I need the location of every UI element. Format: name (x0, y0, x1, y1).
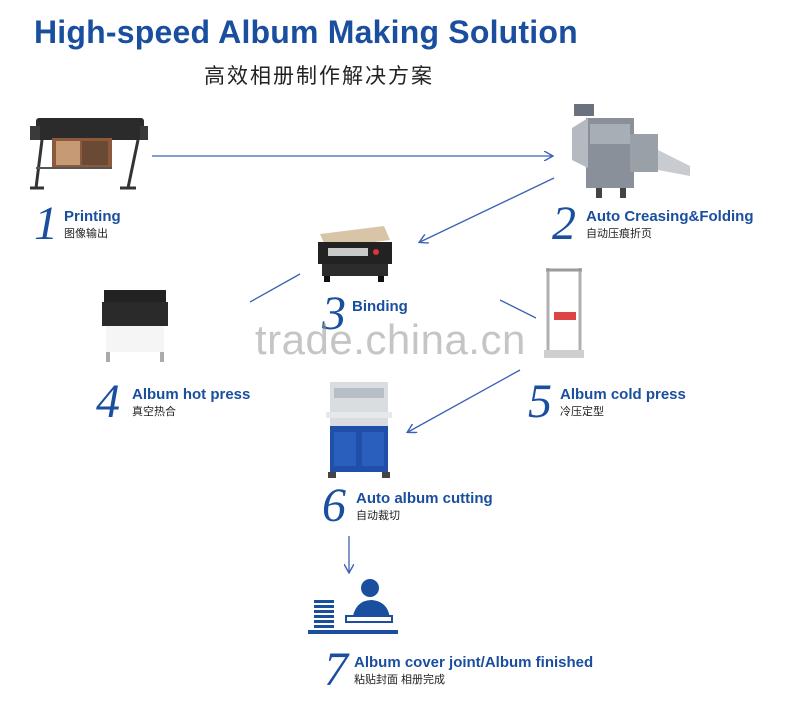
arrow-5-to-6 (408, 369, 521, 432)
step-label: Printing (64, 208, 121, 225)
step-label-cn: 冷压定型 (560, 406, 604, 418)
step-number: 6 (322, 479, 346, 532)
watermark: trade.china.cn (255, 316, 526, 363)
creasing-machine-icon (572, 104, 690, 198)
step-label-cn: 粘贴封面 相册完成 (354, 674, 446, 686)
step-number: 3 (322, 287, 346, 340)
printer-icon (30, 118, 148, 190)
step-label: Binding (352, 298, 408, 315)
step-label: Album cold press (560, 386, 686, 403)
step-label: Album cover joint/Album finished (354, 654, 594, 671)
step-number: 4 (96, 375, 120, 428)
cold-press-icon (544, 268, 584, 358)
binding-machine-icon (318, 226, 392, 282)
step-label-cn: 真空热合 (132, 406, 176, 418)
hot-press-icon (102, 290, 168, 362)
arrow-3-to-4 (249, 273, 301, 303)
step-label-cn: 自动裁切 (356, 510, 400, 522)
step-label: Auto album cutting (356, 490, 493, 507)
flow-arrows (152, 156, 555, 572)
step-number: 5 (528, 375, 552, 428)
step-number: 7 (324, 643, 348, 696)
arrow-2-to-3 (420, 177, 555, 242)
page-title: High-speed Album Making Solution (34, 14, 578, 50)
step-label: Auto Creasing&Folding (586, 208, 754, 225)
step-number: 2 (552, 197, 576, 250)
page-subtitle: 高效相册制作解决方案 (204, 65, 434, 88)
worker-at-desk-icon (308, 579, 398, 634)
step-label: Album hot press (132, 386, 251, 403)
cutting-machine-icon (326, 382, 392, 478)
step-label-cn: 自动压痕折页 (586, 228, 652, 240)
arrow-4-to-5 (499, 299, 537, 319)
step-number: 1 (34, 197, 58, 250)
step-label-cn: 图像输出 (64, 228, 108, 240)
